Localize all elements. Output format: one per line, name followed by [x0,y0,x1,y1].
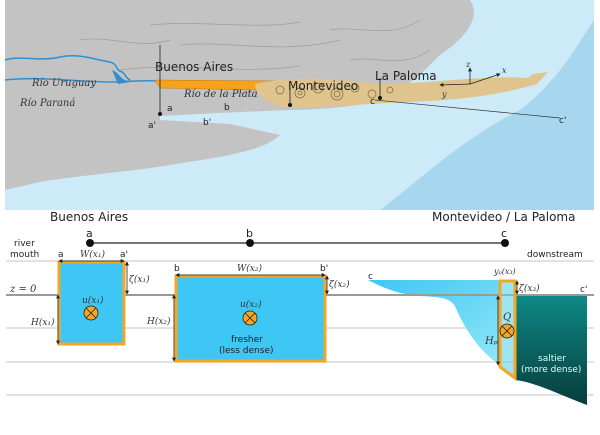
box2-right: b' [320,264,328,274]
cross-section-panel: Buenos Aires Montevideo / La Paloma a b … [6,210,594,405]
fresher-label: fresher [231,335,263,345]
box3-zeta: ζ(x₃) [519,283,540,294]
box1-right: a' [120,250,128,260]
buenos-aires-label: Buenos Aires [155,60,233,74]
box2-velocity: u(x₂) [240,299,262,310]
coordinate-axes [439,67,501,87]
box1-zeta: ζ(x₁) [129,274,150,285]
box1-width: W(x₁) [80,249,105,260]
map-b: b [224,103,230,113]
axis-y-label: y [441,90,447,99]
eddy-spirals [275,82,394,101]
box1-depth: H(x₁) [30,317,55,328]
saltier-label: saltier [538,354,566,364]
section-right-city: Montevideo / La Paloma [432,210,575,224]
rio-parana-line [4,77,161,83]
map-panel: z y x Río Uruguay Río Paraná Río de la P… [4,0,594,210]
box2-zeta: ζ(x₂) [329,279,350,290]
box1-velocity: u(x₁) [82,295,104,306]
box3-right: c' [580,285,587,295]
section-c-line [374,99,561,119]
box1-left: a [58,250,64,260]
axis-z-label: z [465,60,471,69]
point-c: c [501,227,507,240]
box2-width: W(x₂) [237,263,262,274]
map-a-prime: a' [148,121,156,131]
deep-ocean [380,20,594,210]
point-b: b [246,227,253,240]
z0-label: z = 0 [9,284,37,295]
delta [112,70,130,84]
box3-width: yₚ(x₃) [493,267,516,276]
box2-depth: H(x₂) [146,316,171,327]
river-note-2: mouth [10,250,39,260]
box3-left: c [368,272,373,282]
box2-left: b [174,264,180,274]
map-b-prime: b' [203,118,211,128]
more-dense-label: (more dense) [521,365,581,375]
axis-x-label: x [502,66,507,75]
river-note-1: river [14,239,35,249]
la-paloma-label: La Paloma [375,69,437,83]
less-dense-label: (less dense) [219,346,273,356]
section-left-city: Buenos Aires [50,210,128,224]
transport-label: Q [503,312,511,323]
saltier-water [515,295,587,405]
map-c: c [370,97,375,107]
downstream-label: downstream [527,250,583,260]
fresh-plume [368,280,500,365]
map-a: a [167,104,173,114]
rio-de-la-plata-label: Río de la Plata [183,89,258,100]
rio-uruguay-line [4,55,131,81]
point-a: a [86,227,93,240]
rio-uruguay-label: Río Uruguay [31,78,96,89]
plume-eddies [255,72,548,108]
land [5,0,474,190]
rio-parana-label: Río Paraná [19,98,75,109]
box3-depth: Hₚ [484,336,498,347]
map-c-prime: c' [559,116,566,126]
montevideo-label: Montevideo [288,79,358,93]
